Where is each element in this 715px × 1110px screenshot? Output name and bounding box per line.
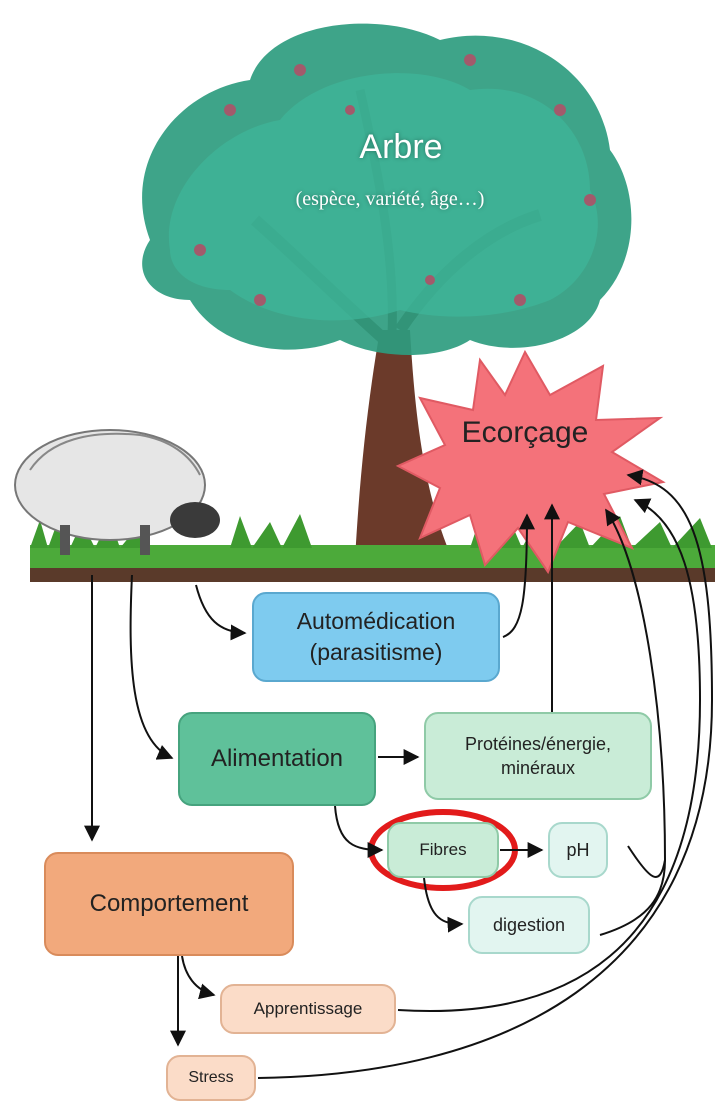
learning-label: Apprentissage <box>253 998 363 1018</box>
sheep-illustration <box>14 429 220 555</box>
starburst-shape <box>395 349 666 575</box>
debarking-label: Ecorçage <box>461 416 589 449</box>
automedication-line2: (parasitisme) <box>309 639 443 665</box>
behaviour-label: Comportement <box>89 889 249 917</box>
arrow-automedication-to-debarking <box>502 513 535 638</box>
proteins-line1: Protéines/énergie, <box>464 733 612 754</box>
fibres-label: Fibres <box>419 839 467 859</box>
learning-box: Apprentissage <box>220 984 396 1034</box>
automedication-box: Automédication (parasitisme) <box>252 592 500 682</box>
behaviour-box: Comportement <box>44 852 294 956</box>
arrows <box>84 469 714 1079</box>
stress-box: Stress <box>166 1055 256 1101</box>
proteins-box: Protéines/énergie, minéraux <box>424 712 652 800</box>
tree-title: Arbre <box>359 128 443 166</box>
digestion-box: digestion <box>468 896 590 954</box>
arrow-alim-to-fibres <box>334 805 384 858</box>
arrow-to-alimentation <box>129 574 174 760</box>
tree-subtitle: (espèce, variété, âge…) <box>295 188 485 210</box>
proteins-line2: minéraux <box>500 758 576 778</box>
ph-label: pH <box>566 839 590 860</box>
automedication-line1: Automédication <box>296 607 456 634</box>
digestion-label: digestion <box>492 914 566 935</box>
arrow-stress-to-debarking <box>257 469 714 1079</box>
arrow-fibres-to-digestion <box>423 877 464 933</box>
arrow-ph-joint <box>627 845 666 878</box>
alimentation-box: Alimentation <box>178 712 376 806</box>
ph-box: pH <box>548 822 608 878</box>
arrow-behaviour-to-learning <box>181 955 216 1000</box>
alimentation-label: Alimentation <box>210 744 344 772</box>
arrow-learning-to-debarking <box>397 498 702 1012</box>
tree-illustration <box>142 23 632 565</box>
arrow-digestion-to-debarking <box>599 508 667 936</box>
arrow-to-automedication <box>195 584 247 641</box>
stress-label: Stress <box>188 1069 234 1087</box>
fibres-box: Fibres <box>387 822 499 878</box>
